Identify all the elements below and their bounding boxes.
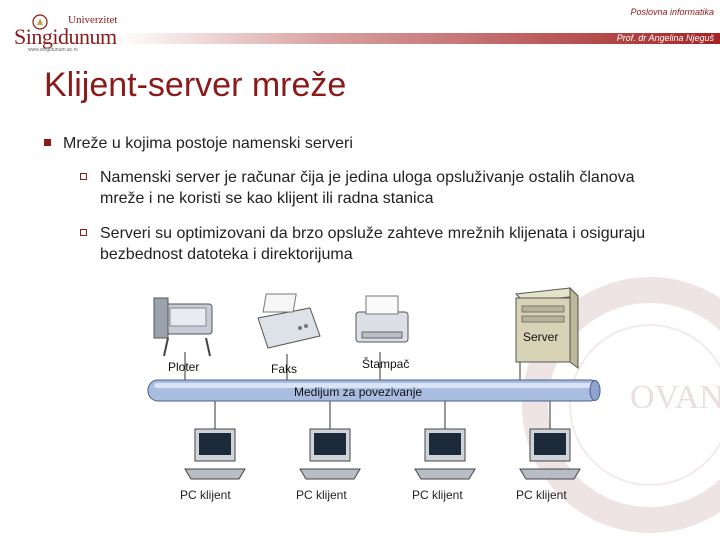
printer-icon [356,296,408,342]
pc-client-icon [185,429,245,479]
bullet-marker-icon [44,139,51,146]
sub-bullet-text: Namenski server je računar čija je jedin… [100,167,680,209]
client-label: PC klijent [412,488,463,502]
pc-client-icon [415,429,475,479]
sub-bullet: Serveri su optimizovani da brzo opsluže … [80,223,680,265]
course-name: Poslovna informatika [630,7,714,17]
pc-client-icon [520,429,580,479]
sub-bullet-marker-icon [80,173,87,180]
device-label: Štampač [362,356,409,371]
author-name: Prof. dr Angelina Njeguš [617,33,714,44]
server-icon: Server [516,288,578,368]
svg-text:OVANI: OVANI [630,379,720,416]
device-label: Faks [271,362,297,376]
sub-bullet: Namenski server je računar čija je jedin… [80,167,680,209]
bullet-main: Mreže u kojima postoje namenski serveri [44,135,353,153]
university-logo: Univerzitet Singidunum www.singidunum.ac… [6,14,126,54]
device-label: Ploter [168,360,199,374]
logo-url: www.singidunum.ac.rs [28,47,78,53]
sub-bullet-text: Serveri su optimizovani da brzo opsluže … [100,223,680,265]
pc-client-icon [300,429,360,479]
plotter-icon [154,298,212,356]
client-label: PC klijent [516,488,567,502]
bus-label: Medijum za povezivanje [294,385,422,399]
client-label: PC klijent [296,488,347,502]
sub-bullet-marker-icon [80,229,87,236]
network-diagram: Ploter Faks Štampač Server Medijum za po… [140,284,610,514]
device-label: Server [523,330,558,344]
fax-icon [258,294,320,348]
slide-title: Klijent-server mreže [44,66,346,105]
bullet-main-text: Mreže u kojima postoje namenski serveri [63,135,353,152]
client-label: PC klijent [180,488,231,502]
